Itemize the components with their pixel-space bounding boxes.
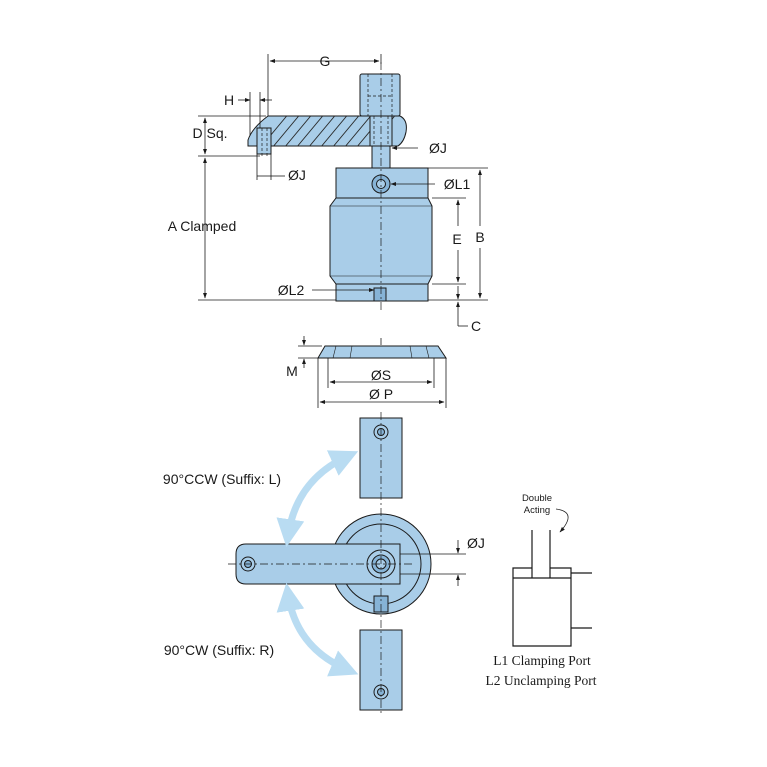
dim-b-label: B: [475, 229, 484, 245]
dim-c-label: C: [471, 318, 481, 334]
arm-clamped-position: [235, 543, 401, 585]
cap-nut: [359, 73, 401, 117]
dim-d-sq-label: D Sq.: [192, 125, 227, 141]
mounting-flange-view: M ØS Ø P: [286, 336, 447, 408]
ccw-label: 90°CCW (Suffix: L): [163, 471, 281, 487]
side-elevation-view: G H D Sq. ØJ ØJ ØL1 A Clamped E: [168, 53, 488, 334]
dim-m-label: M: [286, 363, 298, 379]
cw-rotation-arrow: [276, 582, 359, 677]
dim-g-label: G: [320, 53, 331, 69]
dim-j-left-label: ØJ: [288, 167, 306, 183]
dim-a-clamped-label: A Clamped: [168, 218, 236, 234]
dim-l2-label: ØL2: [278, 282, 305, 298]
port-l1-label: L1 Clamping Port: [493, 653, 591, 668]
ccw-rotation-arrow: [276, 450, 359, 548]
cylinder-symbol: [512, 567, 572, 647]
double-acting-line2: Acting: [524, 505, 550, 516]
dim-j-plan-label: ØJ: [467, 535, 485, 551]
dim-j-top-label: ØJ: [429, 140, 447, 156]
arm-ccw-position: [359, 417, 403, 499]
plan-view: ØJ 90°CCW (Suffix: L) 90°CW (Suffix: R): [163, 412, 485, 716]
dim-e-label: E: [452, 231, 461, 247]
port-l2-label: L2 Unclamping Port: [486, 673, 597, 688]
dim-p-label: Ø P: [369, 386, 393, 402]
dim-l1-label: ØL1: [444, 176, 471, 192]
hydraulic-schematic: Double Acting L1 Clamping Port L2 Unclam…: [486, 493, 597, 688]
dim-s-label: ØS: [371, 367, 391, 383]
double-acting-line1: Double: [522, 493, 552, 504]
cw-label: 90°CW (Suffix: R): [164, 642, 274, 658]
flange-plate: [317, 345, 447, 359]
clamp-arm-section: [247, 115, 407, 156]
dim-h-label: H: [224, 92, 234, 108]
